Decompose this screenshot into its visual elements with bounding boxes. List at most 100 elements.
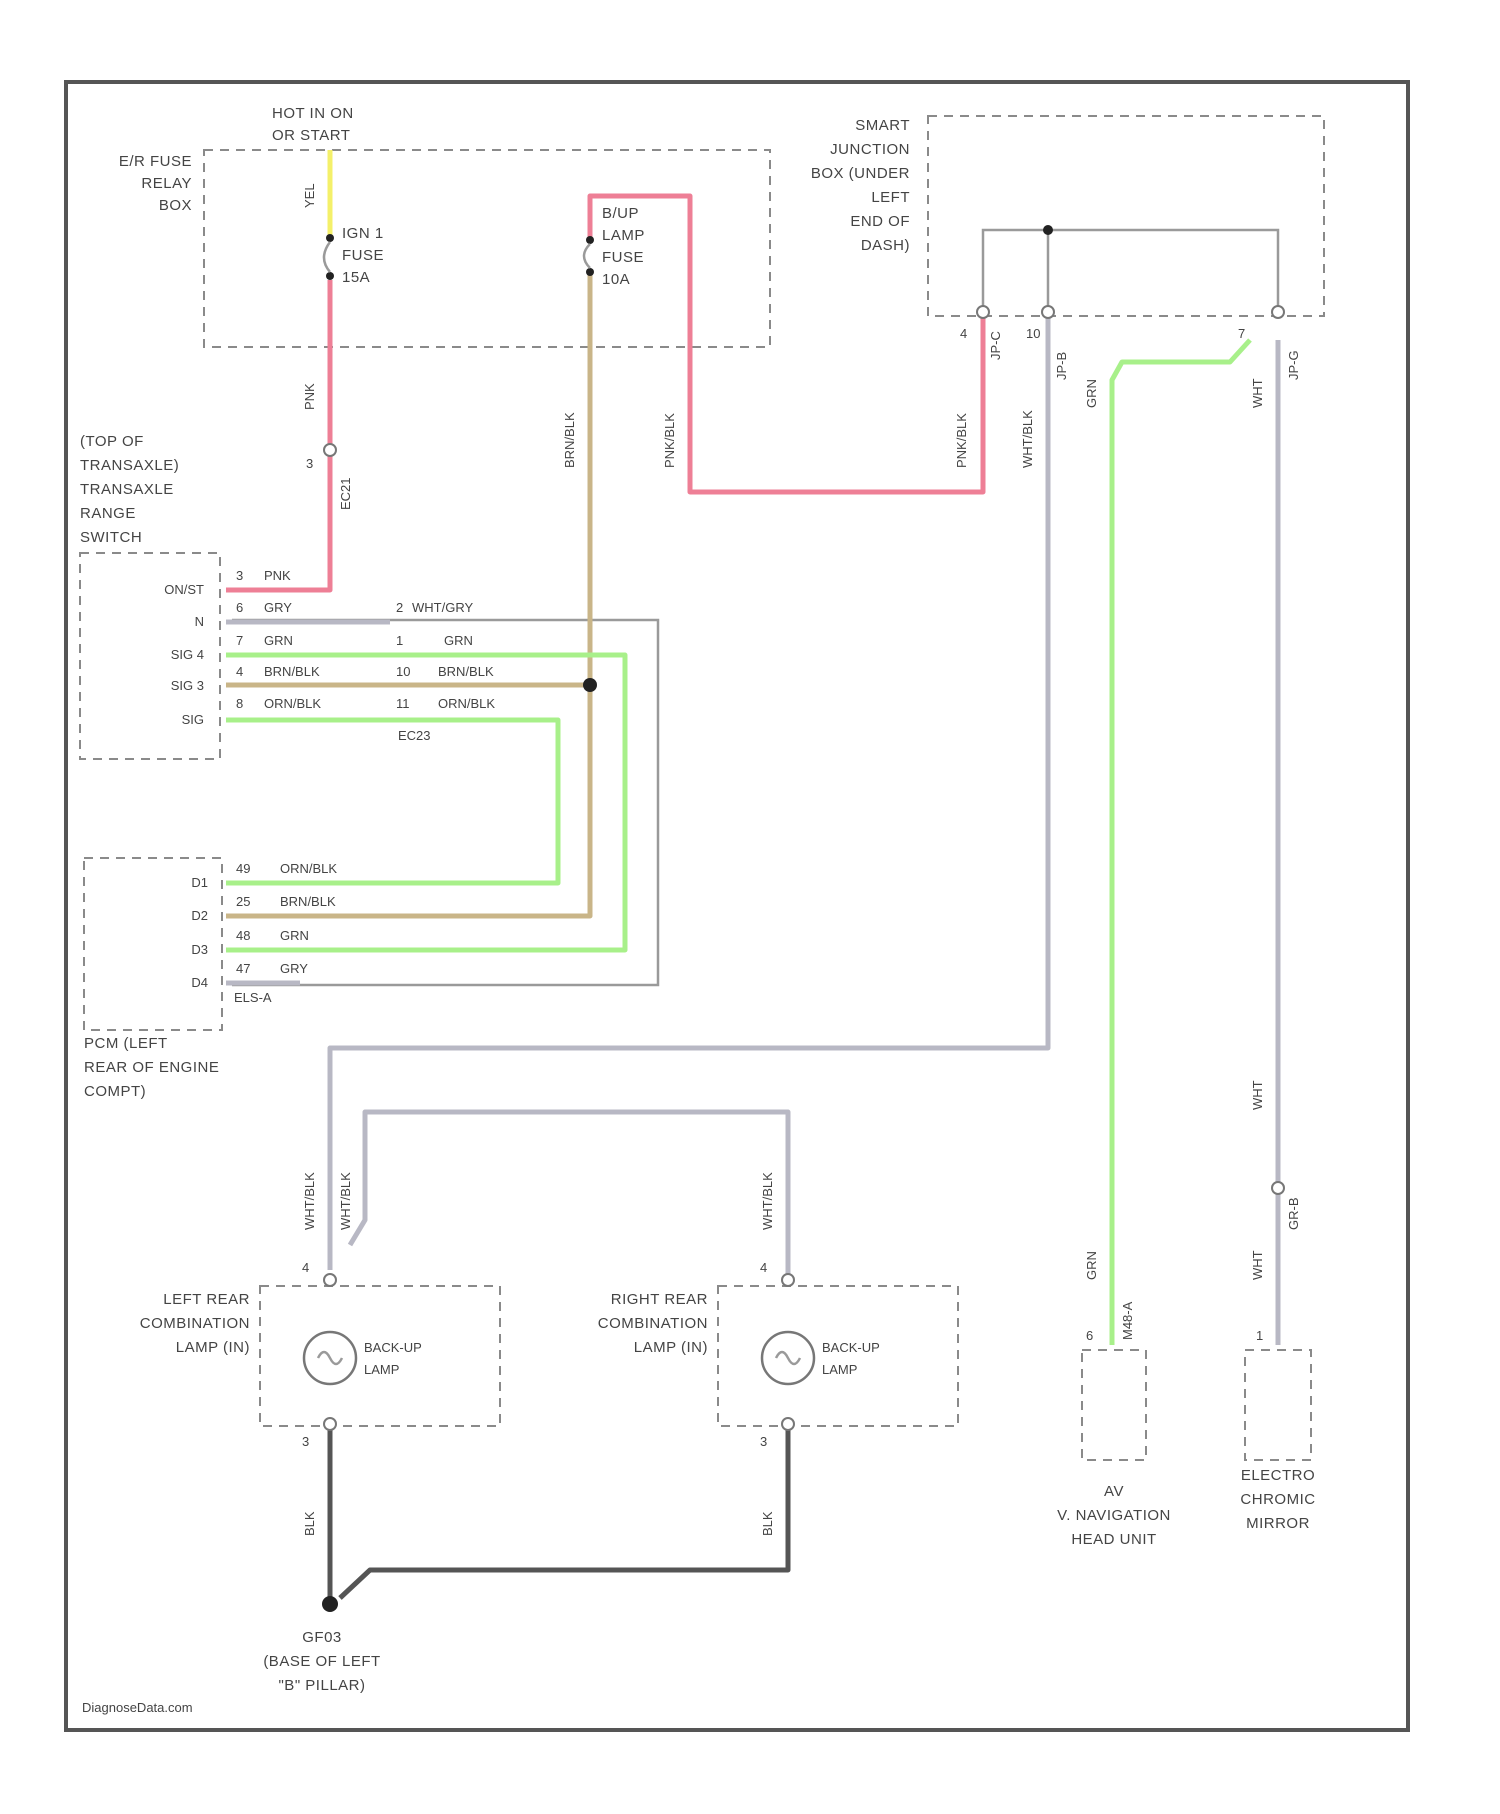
- wire-yel-label: YEL: [302, 183, 317, 208]
- pcm-label-2: REAR OF ENGINE: [84, 1059, 219, 1076]
- left-lamp-label-3: LAMP (IN): [176, 1339, 250, 1356]
- mirror-label-1: ELECTRO: [1241, 1467, 1315, 1484]
- tr-wire-color-4: BRN/BLK: [264, 664, 320, 679]
- ground-label-3: "B" PILLAR): [278, 1677, 365, 1694]
- sjb-internal-bus: [983, 230, 1278, 310]
- pcm-pin-d3: D3: [191, 942, 208, 957]
- tr-wire-pin-4: 4: [236, 664, 243, 679]
- pcm-label-3: COMPT): [84, 1083, 146, 1100]
- ign1-fuse-icon: [324, 234, 334, 280]
- ground-point: [322, 1596, 338, 1612]
- smart-junction-box: [928, 116, 1324, 316]
- mirror-label-3: MIRROR: [1246, 1515, 1310, 1532]
- right-lamp-label-3: LAMP (IN): [634, 1339, 708, 1356]
- mid-conn-pin-3: 10: [396, 664, 410, 679]
- nav-label-2: V. NAVIGATION: [1057, 1507, 1171, 1524]
- left-lamp-label-1: LEFT REAR: [163, 1291, 250, 1308]
- tr-pin-sig3: SIG 3: [171, 678, 204, 693]
- tr-wire-pin-2: 6: [236, 600, 243, 615]
- right-lamp-pin-top: [782, 1274, 794, 1286]
- mirror-box: [1245, 1350, 1311, 1460]
- ign1-fuse-label-3: 15A: [342, 269, 370, 286]
- sjb-pin-4: [977, 306, 989, 318]
- watermark: DiagnoseData.com: [82, 1700, 193, 1715]
- left-backup-bulb-icon: [304, 1332, 356, 1384]
- right-lamp-pin-bot-num: 3: [760, 1434, 767, 1449]
- wire-pnk-blk-label-1: PNK/BLK: [662, 413, 677, 468]
- right-lamp-bulb-1: BACK-UP: [822, 1340, 880, 1355]
- bup-fuse-label-2: LAMP: [602, 227, 645, 244]
- tr-pin-n: N: [195, 614, 204, 629]
- splice-brn: [583, 678, 597, 692]
- bup-fuse-label-3: FUSE: [602, 249, 644, 266]
- tr-wire-pin-3: 7: [236, 633, 243, 648]
- mirror-inline-pin: [1272, 1182, 1284, 1194]
- mid-conn-pin-1: 2: [396, 600, 403, 615]
- wire-wht-label-1: WHT: [1250, 378, 1265, 408]
- right-lamp-bulb-2: LAMP: [822, 1362, 857, 1377]
- tr-switch-label-5: SWITCH: [80, 529, 142, 546]
- mid-conn-wire-4: ORN/BLK: [438, 696, 495, 711]
- pcm-wire-pin-3: 48: [236, 928, 250, 943]
- mirror-label-2: CHROMIC: [1240, 1491, 1315, 1508]
- pink-inline-pin: [324, 444, 336, 456]
- wire-wht-label-2: WHT: [1250, 1080, 1265, 1110]
- pnk-conn-name: EC21: [338, 477, 353, 510]
- tr-switch-label-2: TRANSAXLE): [80, 457, 179, 474]
- left-lamp-pin-top: [324, 1274, 336, 1286]
- wire-pnk-blk-label-2: PNK/BLK: [954, 413, 969, 468]
- pcm-wire-color-3: GRN: [280, 928, 309, 943]
- wire-blk-label-2: BLK: [760, 1511, 775, 1536]
- wire-wht-blk-label-2: WHT/BLK: [302, 1172, 317, 1230]
- bup-fuse-label-1: B/UP: [602, 205, 639, 222]
- nav-conn: M48-A: [1120, 1301, 1135, 1340]
- wire-wht-blk-label-1: WHT/BLK: [1020, 410, 1035, 468]
- pnk-conn-pin: 3: [306, 456, 313, 471]
- fuse-box-label-1: E/R FUSE: [119, 153, 192, 170]
- sjb-pin-7: [1272, 306, 1284, 318]
- sjb-pin-7-conn: JP-G: [1286, 350, 1301, 380]
- left-lamp-bulb-1: BACK-UP: [364, 1340, 422, 1355]
- wire-brn-blk-label: BRN/BLK: [562, 412, 577, 468]
- hot-label-2: OR START: [272, 127, 350, 144]
- sjb-pin-10-num: 10: [1026, 326, 1040, 341]
- pcm-label-1: PCM (LEFT: [84, 1035, 168, 1052]
- mid-conn-wire-1: WHT/GRY: [412, 600, 473, 615]
- nav-label-3: HEAD UNIT: [1071, 1531, 1156, 1548]
- mid-conn-pin-4: 11: [396, 696, 410, 711]
- fuse-relay-box: [204, 150, 770, 347]
- pcm-pin-d2: D2: [191, 908, 208, 923]
- hot-label-1: HOT IN ON: [272, 105, 354, 122]
- tr-wire-color-1: PNK: [264, 568, 291, 583]
- right-lamp-pin-top-num: 4: [760, 1260, 767, 1275]
- sjb-label-5: END OF: [850, 213, 910, 230]
- ground-label-1: GF03: [302, 1629, 342, 1646]
- wire-wht-blk-label-3: WHT/BLK: [338, 1172, 353, 1230]
- wire-grn-nav: [1112, 340, 1250, 1345]
- wire-blk-label-1: BLK: [302, 1511, 317, 1536]
- sjb-pin-4-conn: JP-C: [988, 331, 1003, 360]
- tr-switch-label-1: (TOP OF: [80, 433, 144, 450]
- pcm-wire-color-4: GRY: [280, 961, 308, 976]
- tr-wire-pin-5: 8: [236, 696, 243, 711]
- tr-wire-color-5: ORN/BLK: [264, 696, 321, 711]
- sjb-pin-7-num: 7: [1238, 326, 1245, 341]
- tr-pin-sig: SIG: [182, 712, 204, 727]
- sjb-label-2: JUNCTION: [830, 141, 910, 158]
- splice-sjb: [1043, 225, 1053, 235]
- bup-fuse-label-4: 10A: [602, 271, 630, 288]
- ign1-fuse-label-2: FUSE: [342, 247, 384, 264]
- left-lamp-pin-top-num: 4: [302, 1260, 309, 1275]
- wire-wht-label-3: WHT: [1250, 1250, 1265, 1280]
- sjb-pin-4-num: 4: [960, 326, 967, 341]
- bup-fuse-icon: [584, 236, 594, 276]
- tr-wire-color-3: GRN: [264, 633, 293, 648]
- wire-wht-blk-right: [350, 1112, 788, 1282]
- sjb-label-4: LEFT: [871, 189, 910, 206]
- nav-box: [1082, 1350, 1146, 1460]
- tr-pin-onst: ON/ST: [164, 582, 204, 597]
- wire-grn-label-1: GRN: [1084, 379, 1099, 408]
- wire-wht-blk-label-4: WHT/BLK: [760, 1172, 775, 1230]
- wire-pink: [226, 280, 330, 590]
